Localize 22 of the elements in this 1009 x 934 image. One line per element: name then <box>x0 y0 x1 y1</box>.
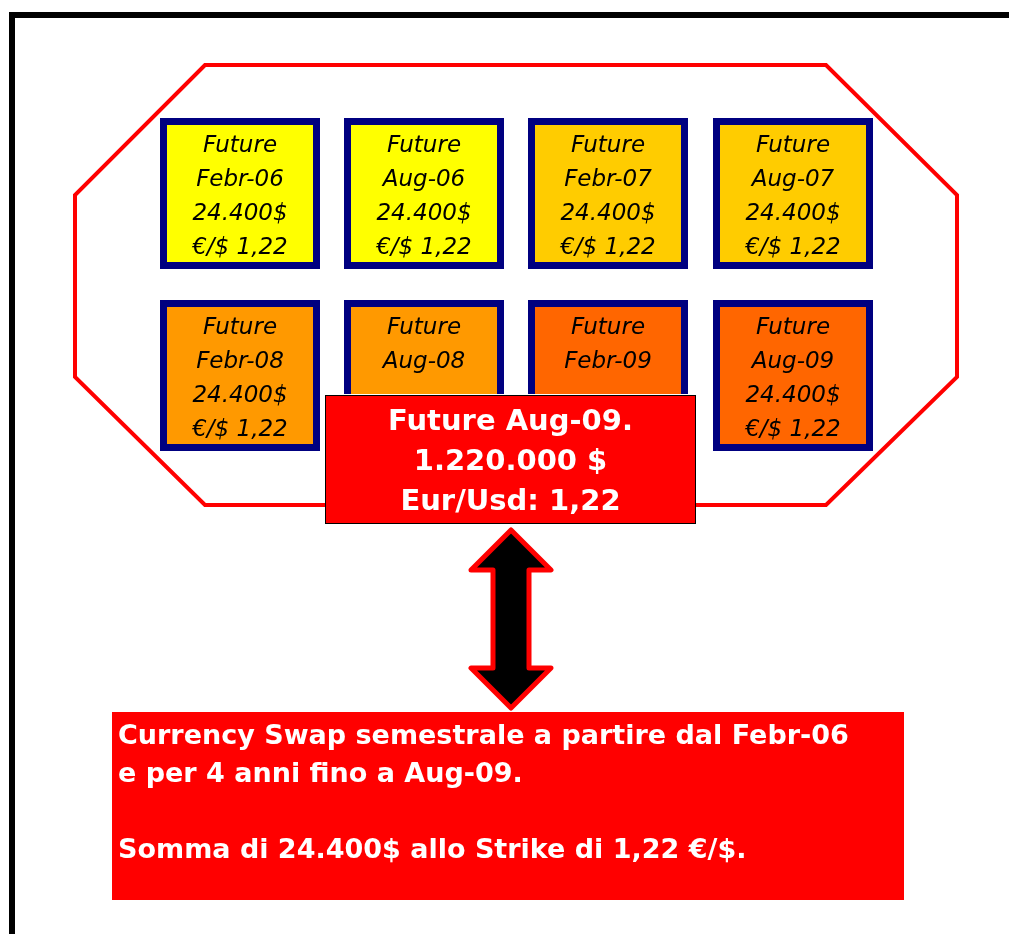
box-text: Future Aug-09. 1.220.000 $ Eur/Usd: 1,22 <box>387 401 634 519</box>
box-text: Future Aug-06 24.400$ €/$ 1,22 <box>375 130 473 261</box>
future-box <box>160 300 320 451</box>
future-box <box>713 300 873 451</box>
future-box <box>528 300 688 394</box>
future-box <box>528 118 688 269</box>
box-text: Future Febr-08 24.400$ €/$ 1,22 <box>191 312 289 443</box>
double-arrow <box>468 527 554 711</box>
future-box <box>160 118 320 269</box>
box-text: Future Febr-07 24.400$ €/$ 1,22 <box>559 130 657 261</box>
box-text: Future Aug-08 <box>380 312 467 375</box>
future-box <box>344 300 504 394</box>
note-box <box>112 712 904 900</box>
future-box <box>344 118 504 269</box>
summary-box <box>325 395 696 524</box>
box-text: Currency Swap semestrale a partire dal Febr-06 e per 4 anni fino a Aug-09. <box>118 718 850 790</box>
box-text: Future Aug-09 24.400$ €/$ 1,22 <box>744 312 842 443</box>
future-box <box>713 118 873 269</box>
box-text: Future Febr-09 <box>563 312 653 375</box>
box-text: Future Aug-07 24.400$ €/$ 1,22 <box>744 130 842 261</box>
box-text: Somma di 24.400$ allo Strike di 1,22 €/$. <box>118 832 748 866</box>
box-text: Future Febr-06 24.400$ €/$ 1,22 <box>191 130 289 261</box>
